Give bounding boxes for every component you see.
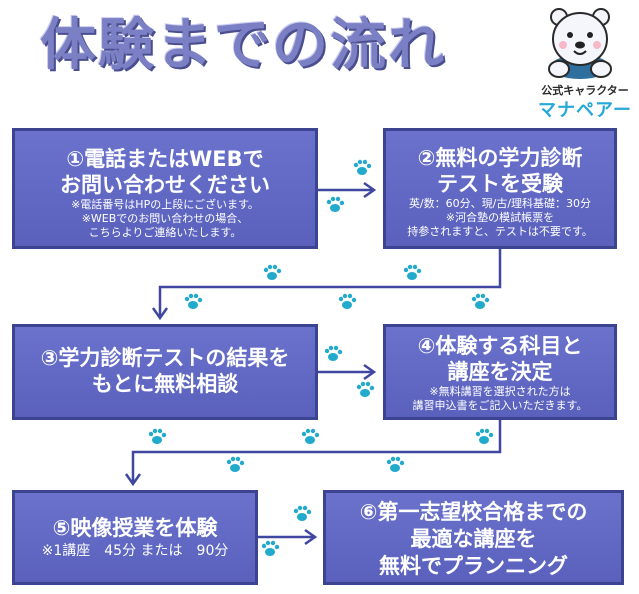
step-note: ※WEBでのお問い合わせの場合、 — [81, 212, 249, 225]
step-title: 最適な講座を — [410, 527, 537, 551]
step-title: 無料でプランニング — [379, 554, 568, 578]
step-title: ①電話またはWEBで — [66, 147, 264, 171]
step-title: ③学力診断テストの結果を — [40, 346, 290, 370]
step-note: 持参されますと、テストは不要です。 — [407, 225, 593, 238]
step-title: もとに無料相談 — [91, 372, 239, 396]
flow-arrow-icon — [258, 528, 318, 546]
step-title: ②無料の学力診断 — [417, 146, 583, 170]
mascot-name: マナペアー — [538, 100, 632, 121]
step-note: ※河合塾の模試帳票を — [445, 211, 555, 224]
bear-mascot-icon — [548, 8, 612, 79]
step-note: ※無料講習を選択された方は — [429, 385, 571, 398]
step-5-box: ⑤映像授業を体験 ※1講座 45分 または 90分 — [12, 490, 258, 585]
step-2-box: ②無料の学力診断 テストを受験 英/数：60分、現/古/理科基礎：30分 ※河合… — [383, 128, 617, 249]
step-note: 講習申込書をご記入いただきます。 — [412, 399, 588, 412]
step-3-box: ③学力診断テストの結果を もとに無料相談 — [12, 324, 318, 420]
flow-arrow-icon — [151, 249, 502, 321]
step-title: テストを受験 — [437, 172, 563, 196]
step-title: ⑥第一志望校合格までの — [359, 500, 588, 524]
step-title: ⑤映像授業を体験 — [52, 516, 218, 540]
step-title: お問い合わせください — [60, 173, 270, 197]
step-4-box: ④体験する科目と 講座を決定 ※無料講習を選択された方は 講習申込書をご記入いた… — [383, 324, 617, 420]
flow-arrow-icon — [318, 363, 377, 381]
step-1-box: ①電話またはWEBで お問い合わせください ※電話番号はHPの上段にございます。… — [12, 128, 318, 249]
step-note: 英/数：60分、現/古/理科基礎：30分 — [408, 197, 592, 210]
flow-arrow-icon — [318, 181, 377, 199]
step-note: こちらよりご連絡いたします。 — [88, 226, 242, 239]
step-title: ④体験する科目と — [417, 334, 583, 358]
step-6-box: ⑥第一志望校合格までの 最適な講座を 無料でプランニング — [323, 490, 624, 585]
page-title: 体験までの流れ — [40, 13, 446, 78]
flow-arrow-icon — [124, 420, 502, 487]
step-title: 講座を決定 — [447, 360, 553, 384]
mascot-caption: 公式キャラクター — [541, 84, 629, 97]
step-note: ※1講座 45分 または 90分 — [41, 543, 229, 559]
step-note: ※電話番号はHPの上段にございます。 — [71, 198, 259, 211]
